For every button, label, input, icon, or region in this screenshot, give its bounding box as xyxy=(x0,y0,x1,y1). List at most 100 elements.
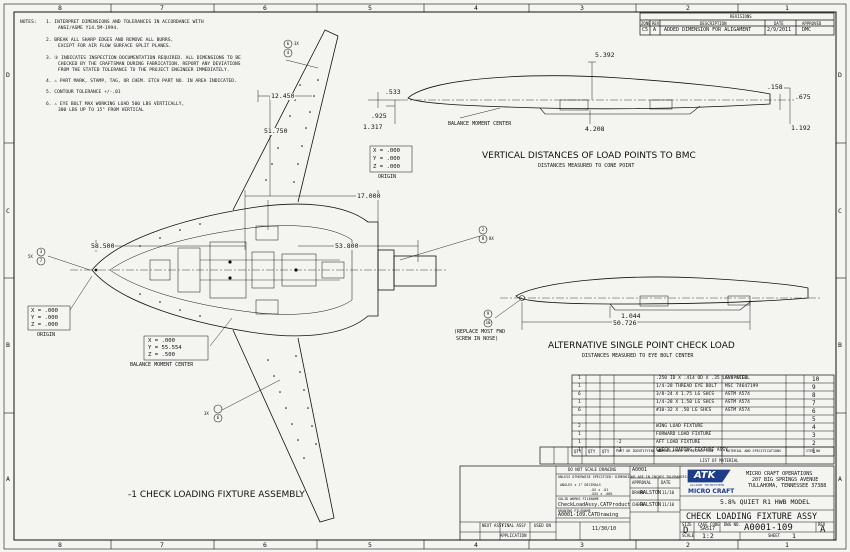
bom-spec-cell: ASTM A574 xyxy=(725,408,750,413)
side-bmc-label: BALANCE MOMENT CENTER xyxy=(448,121,512,127)
bom-header-qty: QTY xyxy=(588,449,596,454)
bom-desc-cell: CHECK LOADING FIXTURE ASSY xyxy=(656,448,728,453)
origin-label: ORIGIN xyxy=(37,332,56,338)
drawing-title: CHECK LOADING FIXTURE ASSY xyxy=(686,511,818,521)
zone-col-6-bottom: 6 xyxy=(263,541,267,549)
bom-desc-cell: 1/4-28 X 1.50 LG SHCS xyxy=(656,400,715,405)
bom-desc-cell: 3/8-24 X 1.75 LG SHCS xyxy=(656,392,715,397)
tolerance-line: ANGLES ± 1° DECIMALS xyxy=(560,483,601,487)
atk-logo: ATK xyxy=(694,470,716,481)
dim-1-044: 1.044 xyxy=(620,312,642,320)
scale-label: SCALE xyxy=(682,533,695,538)
scale-value: 1:2 xyxy=(702,532,714,540)
check-label: CHECK xyxy=(632,502,645,507)
micro-craft-logo: MICRO CRAFT xyxy=(688,488,735,495)
callout-qty-3x-lower: 3X xyxy=(204,411,209,416)
zone-row-a: A xyxy=(6,475,10,483)
dim-5-392: 5.392 xyxy=(594,51,616,59)
zone-col-3-bottom: 3 xyxy=(580,541,584,549)
bom-header-qty: QTY xyxy=(602,449,610,454)
side-origin-z: Z = .000 xyxy=(373,164,400,170)
revision-approved: DMC xyxy=(802,27,812,33)
solidworks-filename: CheckLoadAssy.CATProduct xyxy=(558,502,631,508)
bom-item-cell: 1 xyxy=(812,448,816,455)
dim-675: .675 xyxy=(794,93,812,101)
check-date: 11/10 xyxy=(662,502,675,507)
bom-item-cell: 10 xyxy=(812,376,820,383)
atk-tagline: ALLIANT TECHSYSTEMS xyxy=(690,483,725,487)
note-line: 6. ⚠ EYE BOLT MAX WORKING LOAD 500 LBS V… xyxy=(46,102,185,107)
check-by: RALSTON xyxy=(640,502,662,508)
zone-row-d-right: D xyxy=(838,71,842,79)
note-line: 300 LBS UP TO 15° FROM VERTICAL xyxy=(58,108,144,113)
next-assy-label: NEXT ASSY xyxy=(482,523,504,528)
tolerance-line: .XX ± .01 xyxy=(590,488,609,492)
bom-spec-cell: ASTM A574 xyxy=(725,400,750,405)
bom-spec-cell: MSC 74647199 xyxy=(725,384,759,389)
approvals-date-label: DATE xyxy=(661,480,671,485)
bom-desc-cell: WING LOAD FIXTURE xyxy=(656,424,704,429)
bom-item-cell: 5 xyxy=(812,416,816,423)
zone-col-1: 1 xyxy=(785,4,789,12)
callout-qty-5x: 5X xyxy=(28,254,33,259)
bom-desc-cell: .250 ID X .414 OD X .35 LG SPACER xyxy=(656,376,748,381)
callout-item-4: 4 xyxy=(286,50,290,55)
model-name: 5.8% QUIET R1 HWB MODEL xyxy=(720,498,811,506)
bom-item-cell: 2 xyxy=(812,440,816,447)
zone-col-3: 3 xyxy=(580,4,584,12)
origin-z: Z = .000 xyxy=(31,322,58,328)
bmc-y: Y = 55.554 xyxy=(148,345,182,351)
final-assy-label: FINAL ASSY xyxy=(502,523,527,528)
dim-50-726: 50.726 xyxy=(612,319,638,327)
zone-col-2: 2 xyxy=(686,4,690,12)
bom-header-description: NOMENCLATURE OR DESCRIPTION xyxy=(658,449,714,453)
note-line: 4. ⚠ PART MARK, STAMP, TAG, OR CHEM. ETC… xyxy=(46,79,237,84)
drawing-filename: A0001-109.CATDrawing xyxy=(558,512,619,518)
revision-date: 2/9/2011 xyxy=(767,27,792,33)
alternative-load-title: ALTERNATIVE SINGLE POINT CHECK LOAD xyxy=(548,341,735,351)
callout-item-6-lower: 6 xyxy=(216,415,220,420)
bom-item-cell: 8 xyxy=(812,392,816,399)
zone-col-4: 4 xyxy=(474,4,478,12)
zone-row-c: C xyxy=(6,207,10,215)
side-origin-y: Y = .000 xyxy=(373,156,400,162)
revision-description: ADDED DIMENSION FOR ALIGAMENT xyxy=(664,27,752,33)
company-name: MICRO CRAFT OPERATIONS xyxy=(746,471,813,477)
rev-value: A xyxy=(820,525,826,535)
dwg-no-label: DWG NO. xyxy=(724,522,741,527)
bom-header-material: MATERIAL AND SPECIFICATIONS xyxy=(726,449,782,453)
bom-qty-cell: 2 xyxy=(578,424,581,429)
zone-col-1-bottom: 1 xyxy=(785,541,789,549)
dim-17-000: 17.000 xyxy=(356,192,382,200)
do-not-scale: DO NOT SCALE DRAWING xyxy=(568,467,617,472)
bom-qty-cell: 1 xyxy=(578,376,581,381)
origin-x: X = .000 xyxy=(31,308,58,314)
dim-4-208: 4.208 xyxy=(584,125,606,133)
callout-item-3: 3 xyxy=(39,249,43,254)
bom-spec-cell: ASTM A574 xyxy=(725,392,750,397)
bom-item-cell: 6 xyxy=(812,408,816,415)
note-line: 5. CONTOUR TOLERANCE +/-.01 xyxy=(46,90,121,95)
dim-925: .925 xyxy=(370,112,388,120)
zone-col-4-bottom: 4 xyxy=(474,541,478,549)
note-line: EXCEPT FOR AIR FLOW SURFACE SPLIT PLANES… xyxy=(58,44,172,49)
drawing-date: 11/30/10 xyxy=(592,526,617,532)
callout-item-8: 8 xyxy=(481,236,485,241)
bom-qty-cell: 1 xyxy=(578,384,581,389)
note-line: 3. ③ INDICATES INSPECTION DOCUMENTATION … xyxy=(46,56,241,61)
note-line: 2. BREAK ALL SHARP EDGES AND REMOVE ALL … xyxy=(46,38,174,43)
revision-header-date: DATE xyxy=(774,21,784,26)
callout-item-10: 10 xyxy=(485,320,491,325)
bom-desc-cell: AFT LOAD FIXTURE xyxy=(656,440,701,445)
replace-screw-note: SCREW IN NOSE) xyxy=(456,336,499,342)
bom-caption: LIST OF MATERIAL xyxy=(700,458,739,463)
bom-desc-cell: 1/4-28 THREAD EYE BOLT xyxy=(656,384,717,389)
bom-header-item: ITEM NO xyxy=(806,449,821,453)
bom-qty-cell: 1 xyxy=(578,440,581,445)
dim-58-500: 58.500 xyxy=(90,242,116,250)
bom-header-qty: QTY xyxy=(574,449,582,454)
zone-row-c-right: C xyxy=(838,207,842,215)
bom-item-cell: 4 xyxy=(812,424,816,431)
zone-row-a-right: A xyxy=(838,475,842,483)
